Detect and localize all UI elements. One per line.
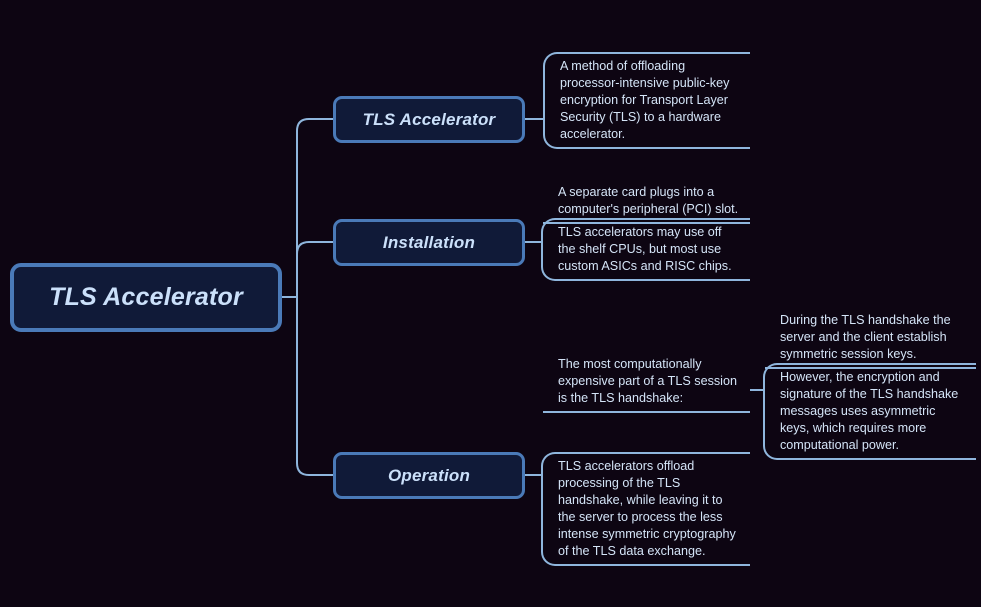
branch-node-label: Operation <box>387 465 471 485</box>
sub-leaf-node-session-keys: During the TLS handshake the server and … <box>765 308 976 369</box>
leaf-node-installation-asics-risc: TLS accelerators may use off the shelf C… <box>541 218 750 281</box>
branch-node-label: Installation <box>382 232 476 252</box>
branch-node-tls-accelerator[interactable]: TLS Accelerator <box>333 96 525 143</box>
leaf-node-operation-handshake-cost: The most computationally expensive part … <box>543 352 750 413</box>
branch-node-label: TLS Accelerator <box>362 109 496 129</box>
connector-root-to-branch-3 <box>296 297 333 476</box>
connector-root-to-branch-1 <box>296 118 333 297</box>
root-node[interactable]: TLS Accelerator <box>10 263 282 332</box>
connector-root-to-branch-2 <box>296 241 333 297</box>
branch-node-installation[interactable]: Installation <box>333 219 525 266</box>
leaf-node-tls-accelerator-definition: A method of offloading processor-intensi… <box>543 52 750 149</box>
root-node-label: TLS Accelerator <box>49 283 243 311</box>
sub-leaf-node-asymmetric-keys: However, the encryption and signature of… <box>763 363 976 460</box>
branch-node-operation[interactable]: Operation <box>333 452 525 499</box>
leaf-node-installation-pci-slot: A separate card plugs into a computer's … <box>543 180 750 224</box>
leaf-node-operation-offload: TLS accelerators offload processing of t… <box>541 452 750 566</box>
